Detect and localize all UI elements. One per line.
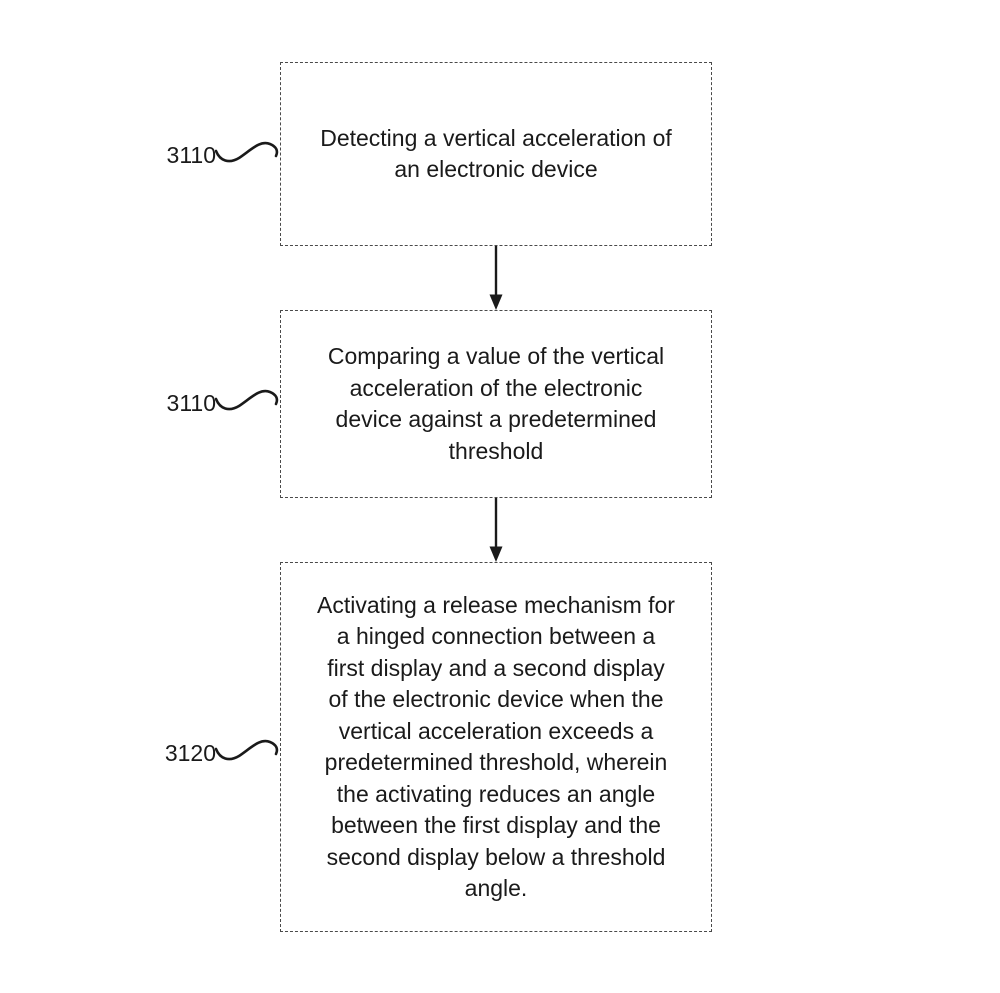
squiggle-connector-line [215, 141, 279, 163]
step-box: Comparing a value of the vertical accele… [280, 310, 712, 498]
arrow-down-icon [489, 498, 503, 562]
step-text: Activating a release mechanism for a hin… [317, 591, 675, 902]
arrow-down-icon [489, 246, 503, 310]
step-box: Detecting a vertical acceleration of an … [280, 62, 712, 246]
step-text: Comparing a value of the vertical accele… [327, 343, 665, 464]
step-box: Activating a release mechanism for a hin… [280, 562, 712, 932]
reference-label: 3110 [166, 390, 216, 416]
reference-label: 3110 [166, 142, 216, 168]
step-text: Detecting a vertical acceleration of an … [320, 124, 672, 183]
squiggle-connector-line [215, 389, 279, 411]
squiggle-connector-line [215, 739, 279, 761]
reference-label: 3120 [164, 740, 216, 766]
